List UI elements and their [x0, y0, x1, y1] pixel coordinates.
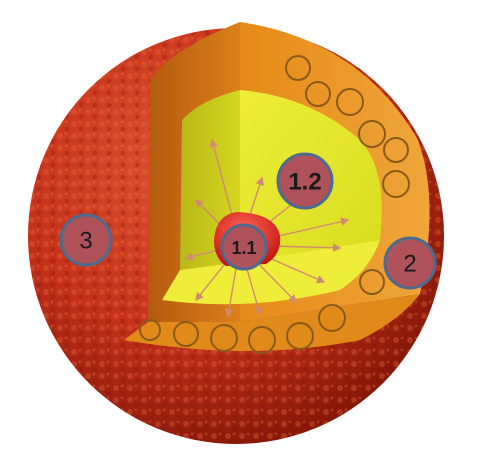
- convection-swirl-icon: [285, 55, 311, 81]
- convection-swirl-icon: [173, 321, 199, 347]
- marker-convective-zone: 2: [383, 236, 437, 290]
- convection-swirl-icon: [248, 326, 276, 354]
- convection-swirls: [139, 55, 410, 354]
- marker-surface: 3: [59, 213, 113, 267]
- convection-swirl-icon: [336, 88, 364, 116]
- convection-swirl-icon: [358, 120, 386, 148]
- convection-swirl-icon: [382, 170, 410, 198]
- marker-label-convective-zone: 2: [403, 251, 416, 278]
- marker-label-inner-core: 1.1: [231, 238, 256, 258]
- marker-inner-core: 1.1: [220, 223, 268, 271]
- convection-swirl-icon: [383, 137, 409, 163]
- convection-swirl-icon: [210, 324, 238, 352]
- convection-swirl-icon: [286, 322, 314, 350]
- marker-label-surface: 3: [79, 228, 92, 255]
- convection-swirl-icon: [305, 81, 331, 107]
- convection-swirl-icon: [359, 269, 385, 295]
- convection-swirl-icon: [139, 319, 161, 341]
- marker-label-radiative-zone: 1.2: [288, 169, 321, 196]
- convection-swirl-icon: [318, 304, 346, 332]
- marker-radiative-zone: 1.2: [276, 152, 334, 210]
